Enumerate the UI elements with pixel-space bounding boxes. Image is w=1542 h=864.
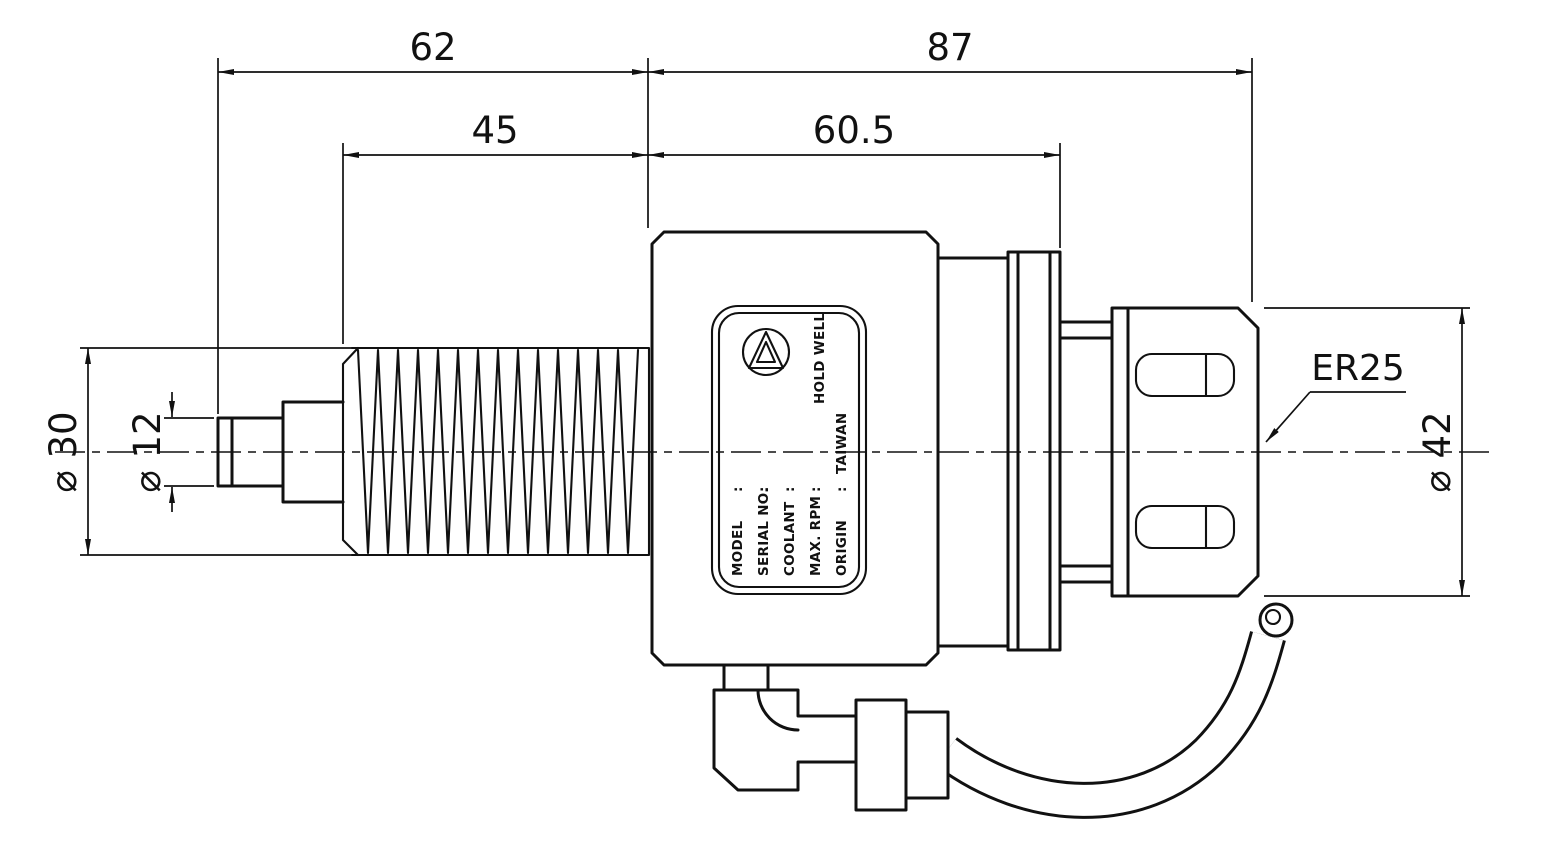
coolant-elbow: [712, 663, 858, 792]
union-nut-collar: [854, 698, 908, 812]
coolant-tube-fill: [936, 631, 1283, 816]
dimension-dia42: ⌀ 42: [1416, 308, 1465, 596]
main-body: [650, 230, 940, 667]
plate-row-sep: :: [756, 486, 772, 492]
thread-section: [341, 346, 651, 557]
plate-row-label: MODEL: [730, 520, 746, 576]
dimensions: 62 87 45 60.5 ⌀ 30 ⌀ 12 ⌀: [42, 26, 1470, 597]
plate-row-label: COOLANT: [782, 501, 798, 576]
rear-step: [936, 256, 1010, 648]
dim-text-60-5: 60.5: [813, 109, 895, 152]
plate-row-label: MAX. RPM: [808, 496, 824, 576]
nozzle-tip: [1258, 602, 1294, 638]
plate-row-sep: :: [834, 486, 850, 492]
dim-text-dia12: ⌀ 12: [126, 411, 169, 492]
er25-leader-arrow: [1265, 391, 1311, 443]
plate-inner-border: [717, 311, 861, 589]
dim-text-45: 45: [471, 109, 518, 152]
brand-logo-icon: [741, 327, 791, 377]
plate-row-sep: :: [808, 486, 824, 492]
dim-text-87: 87: [926, 26, 973, 69]
plate-row-value: TAIWAN: [834, 413, 850, 474]
wrench-slot-top: [1134, 352, 1236, 398]
plate-row-label: ORIGIN: [834, 520, 850, 576]
plate-row-sep: :: [782, 486, 798, 492]
dimension-60-5: 60.5: [648, 109, 1060, 158]
tool-holder-outline: [216, 230, 1260, 667]
shank-cylinder: [281, 400, 345, 504]
callout-er25: ER25: [1265, 348, 1406, 443]
brand-name: HOLD WELL: [812, 313, 828, 404]
plate-row-sep: :: [730, 486, 746, 492]
clamp-ring: [1006, 250, 1062, 652]
collet-nut: [1110, 306, 1260, 598]
dimension-dia30: ⌀ 30: [42, 348, 91, 555]
er25-label: ER25: [1311, 348, 1405, 389]
plate-row-label: SERIAL NO.: [756, 487, 772, 576]
wrench-slots: [1134, 352, 1236, 550]
union-nut-body: [904, 710, 950, 800]
nozzle-tip-bore: [1264, 608, 1282, 626]
dimension-45: 45: [343, 109, 648, 158]
dimension-dia12: ⌀ 12: [126, 392, 175, 512]
dim-text-dia42: ⌀ 42: [1416, 411, 1459, 492]
dimension-87: 87: [648, 26, 1252, 75]
collet-seat: [1058, 320, 1114, 584]
wrench-slot-bottom: [1134, 504, 1236, 550]
extension-lines: [80, 58, 1470, 597]
dimension-62: 62: [218, 26, 648, 75]
coolant-assembly: [712, 602, 1294, 819]
dim-text-62: 62: [409, 26, 456, 69]
plate-outer-border: [710, 304, 868, 596]
dim-text-dia30: ⌀ 30: [42, 411, 85, 492]
label-plate: HOLD WELL MODEL : SERIAL NO. : COOLANT :…: [710, 304, 868, 596]
